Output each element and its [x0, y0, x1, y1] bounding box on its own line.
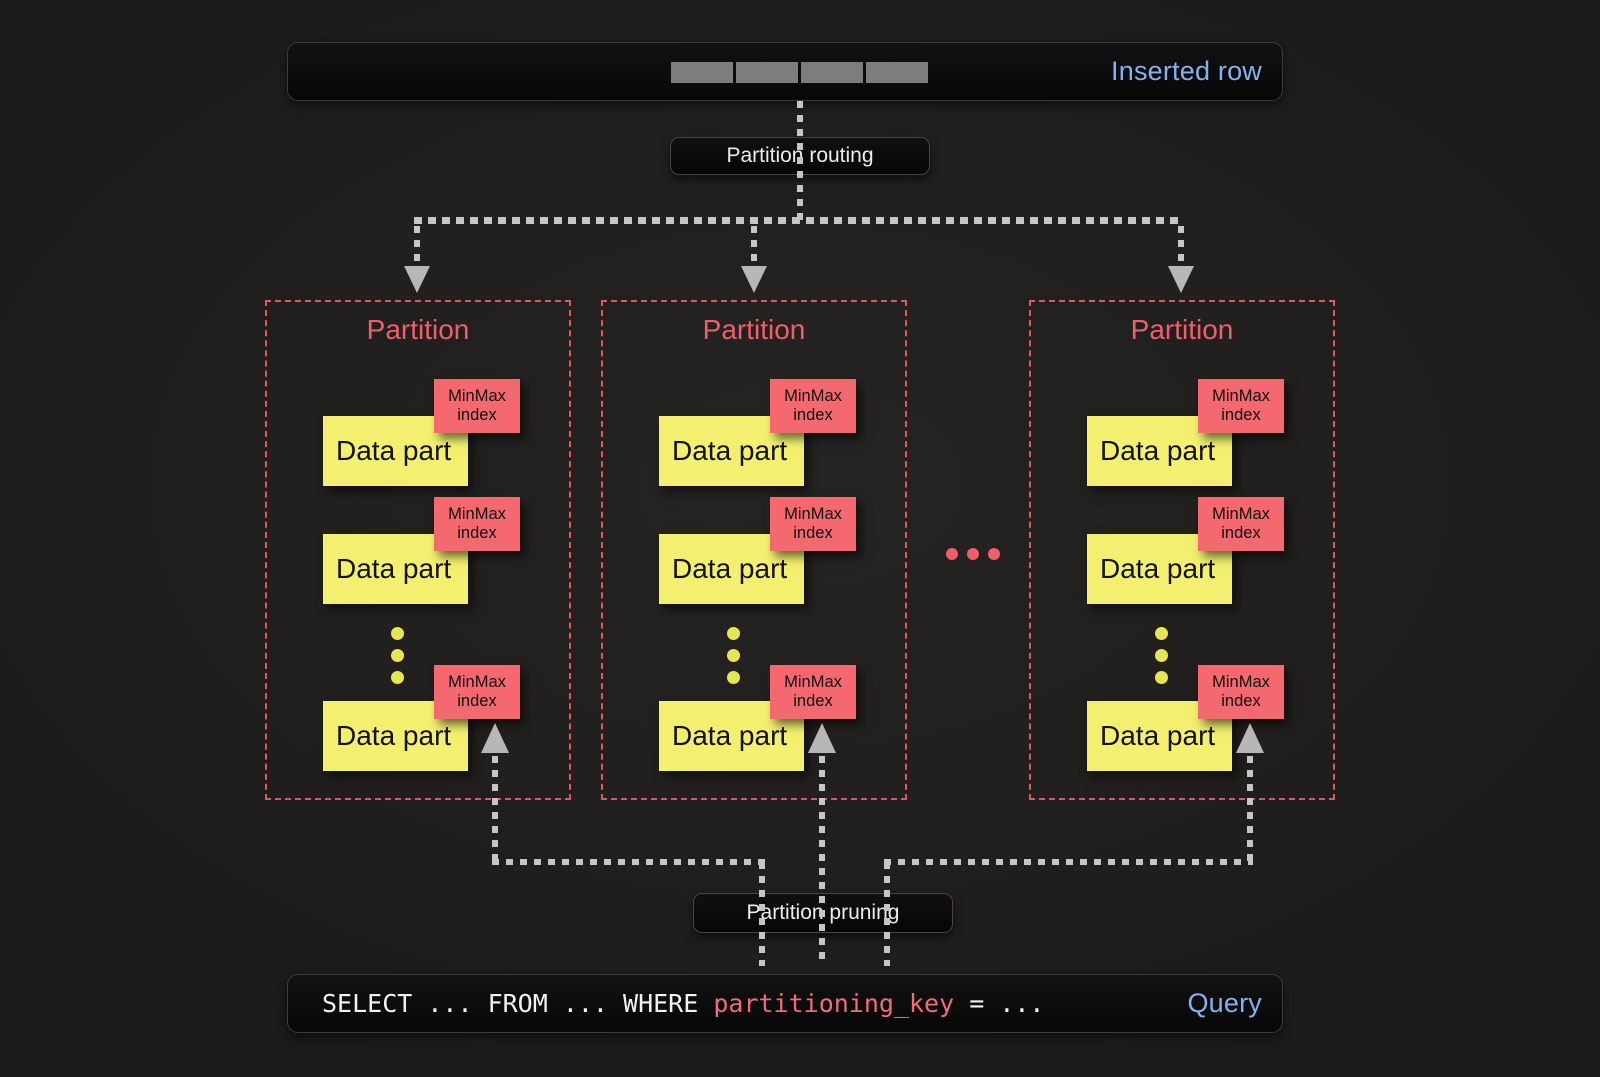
minmax-index-label: MinMax index: [448, 505, 506, 542]
minmax-index-badge: MinMax index: [770, 379, 856, 433]
partition-box-3: Partition MinMax index Data part MinMax …: [1029, 300, 1335, 800]
minmax-index-label: MinMax index: [448, 387, 506, 424]
minmax-index-label: MinMax index: [784, 505, 842, 542]
routing-drop-line-1: [414, 226, 420, 266]
pruning-branch-line-left: [492, 859, 768, 865]
minmax-index-badge: MinMax index: [1198, 379, 1284, 433]
row-cell: [801, 62, 863, 83]
partition-title: Partition: [1130, 314, 1234, 345]
more-partitions-dot: [946, 548, 958, 560]
sql-suffix: = ...: [954, 989, 1045, 1018]
minmax-index-badge: MinMax index: [770, 497, 856, 551]
routing-drop-line-2: [751, 226, 757, 266]
arrow-down-icon: [404, 266, 430, 293]
pruning-rise-line-1: [492, 756, 498, 862]
arrow-up-icon: [481, 723, 509, 753]
minmax-index-label: MinMax index: [1212, 673, 1270, 710]
minmax-index-badge: MinMax index: [434, 665, 520, 719]
more-parts-dot: [391, 649, 404, 662]
more-parts-dot: [727, 649, 740, 662]
arrow-up-icon: [808, 723, 836, 753]
data-part-box: Data part: [1087, 416, 1232, 486]
pruning-drop-line-left: [759, 862, 765, 966]
more-partitions-dot: [988, 548, 1000, 560]
routing-drop-line-3: [1178, 226, 1184, 266]
more-parts-dot: [727, 671, 740, 684]
row-cell: [736, 62, 798, 83]
minmax-index-label: MinMax index: [784, 387, 842, 424]
sql-prefix: SELECT ... FROM ... WHERE: [322, 989, 714, 1018]
data-part-box: Data part: [1087, 534, 1232, 604]
more-parts-dot: [1155, 671, 1168, 684]
partition-title: Partition: [366, 314, 470, 345]
more-parts-dot: [391, 627, 404, 640]
routing-branch-line: [414, 217, 1184, 224]
inserted-row-bar: Inserted row: [287, 42, 1283, 101]
inserted-row-label: Inserted row: [1111, 56, 1262, 86]
minmax-index-badge: MinMax index: [434, 497, 520, 551]
more-parts-dot: [727, 627, 740, 640]
row-cell: [671, 62, 733, 83]
data-part-box: Data part: [323, 534, 468, 604]
partition-box-1: Partition MinMax index Data part MinMax …: [265, 300, 571, 800]
row-cell: [866, 62, 928, 83]
partition-box-2: Partition MinMax index Data part MinMax …: [601, 300, 907, 800]
routing-stem-line: [797, 101, 803, 220]
pruning-drop-line-right: [884, 862, 890, 966]
arrow-down-icon: [741, 266, 767, 293]
more-parts-dot: [1155, 649, 1168, 662]
minmax-index-label: MinMax index: [784, 673, 842, 710]
arrow-down-icon: [1168, 266, 1194, 293]
pruning-rise-line-2: [819, 756, 825, 966]
pruning-rise-line-3: [1247, 756, 1253, 862]
minmax-index-badge: MinMax index: [1198, 665, 1284, 719]
more-parts-dot: [391, 671, 404, 684]
minmax-index-label: MinMax index: [1212, 387, 1270, 424]
arrow-up-icon: [1236, 723, 1264, 753]
more-parts-dot: [1155, 627, 1168, 640]
query-sql-text: SELECT ... FROM ... WHERE partitioning_k…: [322, 975, 1044, 1032]
sql-partitioning-key: partitioning_key: [713, 989, 955, 1018]
minmax-index-badge: MinMax index: [1198, 497, 1284, 551]
inserted-row-cells: [671, 62, 928, 83]
query-label: Query: [1187, 988, 1262, 1018]
minmax-index-label: MinMax index: [448, 673, 506, 710]
more-partitions-dot: [967, 548, 979, 560]
pruning-branch-line-right: [884, 859, 1253, 865]
query-bar: SELECT ... FROM ... WHERE partitioning_k…: [287, 974, 1283, 1033]
partition-title: Partition: [702, 314, 806, 345]
minmax-index-label: MinMax index: [1212, 505, 1270, 542]
data-part-box: Data part: [323, 416, 468, 486]
minmax-index-badge: MinMax index: [434, 379, 520, 433]
minmax-index-badge: MinMax index: [770, 665, 856, 719]
